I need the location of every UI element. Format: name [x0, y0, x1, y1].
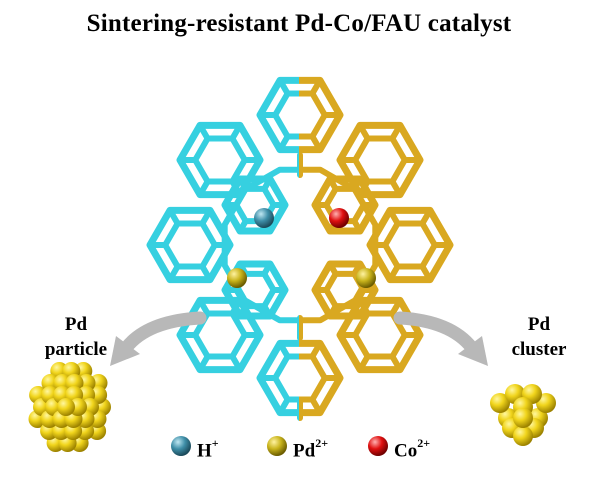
pd-cluster-label-line2: cluster: [511, 339, 567, 360]
arrow-head-left-icon: [110, 336, 140, 366]
pd-ion-left: [227, 268, 247, 288]
framework-bond: [419, 207, 433, 227]
framework-bond: [357, 122, 371, 142]
pd-particle-label-line1: Pd: [64, 314, 88, 335]
framework-right-gold: [299, 76, 454, 421]
arrow-to-particle-icon: [119, 311, 207, 355]
framework-bond: [309, 396, 323, 416]
framework-bond: [387, 263, 401, 283]
framework-bond: [351, 218, 363, 234]
framework-bond: [277, 133, 291, 153]
legend-h-label: H+: [197, 436, 219, 462]
framework-bond: [351, 303, 363, 319]
framework-bond: [237, 218, 249, 234]
figure-title: Sintering-resistant Pd-Co/FAU catalyst: [86, 10, 512, 37]
framework-bond: [419, 263, 433, 283]
legend-pd-label: Pd2+: [293, 436, 329, 462]
pd-cluster-small: [490, 384, 556, 446]
framework-bond: [261, 261, 273, 277]
framework-bond: [327, 176, 339, 192]
framework-bond: [277, 340, 291, 360]
co-ion: [329, 208, 349, 228]
framework-bond: [261, 176, 273, 192]
framework-bond: [389, 178, 403, 198]
framework-bond: [167, 207, 181, 227]
framework-ring: [352, 135, 408, 185]
pd-atom: [490, 393, 510, 413]
pd-atom: [513, 426, 533, 446]
pd-cluster-label-line1: Pd: [527, 314, 551, 335]
framework-ring: [382, 220, 438, 270]
framework-bond: [309, 77, 323, 97]
framework-bond: [327, 261, 339, 277]
framework-bond: [351, 261, 363, 277]
pd-cluster-label: Pd cluster: [494, 312, 584, 362]
framework-bond: [199, 263, 213, 283]
framework-bond: [357, 353, 371, 373]
framework-bond: [229, 122, 243, 142]
framework-bond: [389, 353, 403, 373]
legend-co-ball: [368, 436, 388, 456]
framework-bond: [277, 396, 291, 416]
pd-particle-sphere: [28, 362, 111, 452]
framework-ring: [299, 166, 379, 324]
legend-pd-ball: [267, 436, 287, 456]
framework-bond: [229, 353, 243, 373]
framework-bond: [197, 122, 211, 142]
framework-bond: [309, 133, 323, 153]
legend-h-ball: [171, 436, 191, 456]
arrow-to-cluster-icon: [393, 311, 479, 355]
pd-particle-label-line2: particle: [44, 339, 108, 360]
framework-ring: [221, 166, 299, 324]
framework-ring: [162, 220, 218, 270]
framework-bond: [199, 207, 213, 227]
pd-ion-right: [356, 268, 376, 288]
h-ion: [254, 208, 274, 228]
framework-bond: [309, 340, 323, 360]
framework-bond: [389, 297, 403, 317]
framework-bond: [167, 263, 181, 283]
framework-bond: [237, 303, 249, 319]
arrow-head-right-icon: [458, 336, 488, 366]
legend-co-label: Co2+: [394, 436, 431, 462]
framework-bond: [197, 353, 211, 373]
framework-bond: [197, 178, 211, 198]
pd-atom: [513, 408, 533, 428]
framework-bond: [387, 207, 401, 227]
framework-bond: [389, 122, 403, 142]
pd-particle-label: Pd particle: [26, 312, 126, 362]
pd-atom: [57, 398, 75, 416]
framework-bond: [277, 77, 291, 97]
framework-ring: [192, 135, 248, 185]
framework-bond: [197, 297, 211, 317]
